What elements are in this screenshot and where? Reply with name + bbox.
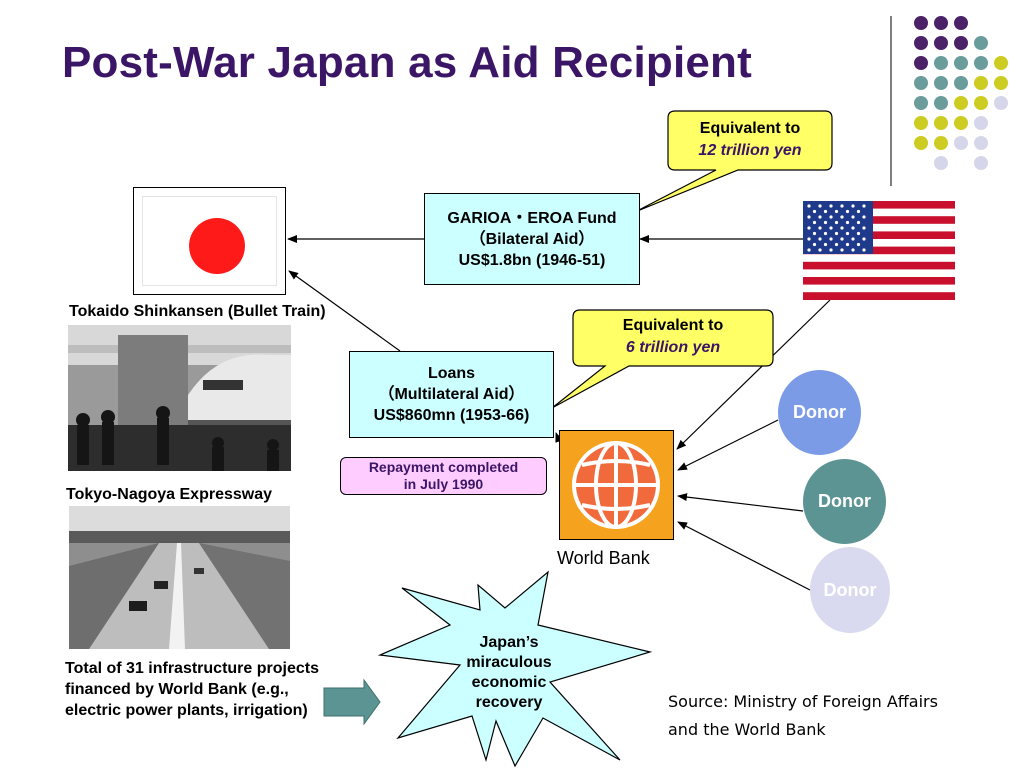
recovery-line-4: recovery — [475, 694, 543, 711]
dot-row-1 — [914, 16, 968, 30]
donor-circle-1: Donor — [778, 370, 861, 455]
callout-top-line-1: Equivalent to — [699, 120, 801, 137]
loans-line-1: Loans — [427, 365, 476, 382]
callout-mid-line-2: 6 trillion yen — [625, 339, 721, 356]
vertical-divider — [890, 16, 892, 186]
loans-line-3: US$860mn (1953-66) — [373, 407, 530, 424]
dot-row-4 — [914, 76, 1008, 90]
japan-flag-field — [142, 196, 277, 286]
us-flag-icon — [803, 201, 955, 300]
arrow-donor3-to-worldbank — [677, 521, 811, 591]
shinkansen-caption: Tokaido Shinkansen (Bullet Train) — [69, 303, 326, 320]
infrastructure-projects-text: Total of 31 infrastructure projects fina… — [65, 660, 319, 719]
recovery-text: Japan’s miraculous economic recovery — [444, 633, 574, 713]
loans-line-2: （Multilateral Aid） — [378, 386, 525, 403]
arrow-donor2-to-worldbank — [677, 493, 804, 512]
arrow-donor1-to-worldbank — [677, 419, 779, 471]
dot-row-5 — [914, 96, 1008, 110]
source-note: Source: Ministry of Foreign Affairs and … — [668, 688, 938, 744]
donor-circle-2: Donor — [803, 459, 886, 544]
repayment-badge: Repayment completed in July 1990 — [340, 457, 547, 495]
us-flag-stripes — [803, 201, 955, 300]
japan-flag-icon — [133, 187, 286, 295]
callout-mid-text: Equivalent to 6 trillion yen — [573, 315, 773, 359]
expressway-caption: Tokyo-Nagoya Expressway — [66, 486, 273, 503]
callout-top-text: Equivalent to 12 trillion yen — [668, 118, 832, 162]
callout-mid-line-1: Equivalent to — [622, 317, 724, 334]
dot-row-7 — [914, 136, 988, 150]
decorative-dot-grid — [914, 16, 1008, 170]
donor-circle-3: Donor — [810, 547, 890, 633]
source-line-1: Source: Ministry of Foreign Affairs — [668, 692, 938, 711]
page-title: Post-War Japan as Aid Recipient — [62, 38, 752, 87]
loans-aid-box: Loans （Multilateral Aid） US$860mn (1953-… — [349, 351, 554, 438]
expressway-photo — [69, 506, 290, 649]
garioa-aid-box: GARIOA・EROA Fund （Bilateral Aid） US$1.8b… — [424, 193, 640, 285]
world-bank-box — [559, 430, 674, 540]
dot-row-3 — [914, 56, 1008, 70]
world-bank-label: World Bank — [557, 548, 650, 568]
repayment-line-1: Repayment completed — [368, 459, 519, 475]
repayment-line-2: in July 1990 — [403, 476, 484, 492]
globe-icon — [572, 441, 660, 529]
dot-row-8 — [934, 156, 988, 170]
callout-top-line-2: 12 trillion yen — [698, 142, 802, 159]
dot-row-2 — [914, 36, 988, 50]
dot-row-6 — [914, 116, 988, 130]
garioa-line-1: GARIOA・EROA Fund — [447, 209, 617, 227]
shinkansen-photo — [68, 325, 291, 471]
recovery-line-2: miraculous — [466, 654, 552, 671]
recovery-line-1: Japan’s — [479, 634, 539, 651]
garioa-line-2: （Bilateral Aid） — [469, 230, 595, 248]
source-line-2: and the World Bank — [668, 720, 826, 739]
garioa-line-3: US$1.8bn (1946-51) — [458, 251, 606, 269]
recovery-line-3: economic — [471, 674, 547, 691]
us-flag-stars — [807, 204, 866, 252]
japan-flag-sun — [189, 218, 245, 274]
